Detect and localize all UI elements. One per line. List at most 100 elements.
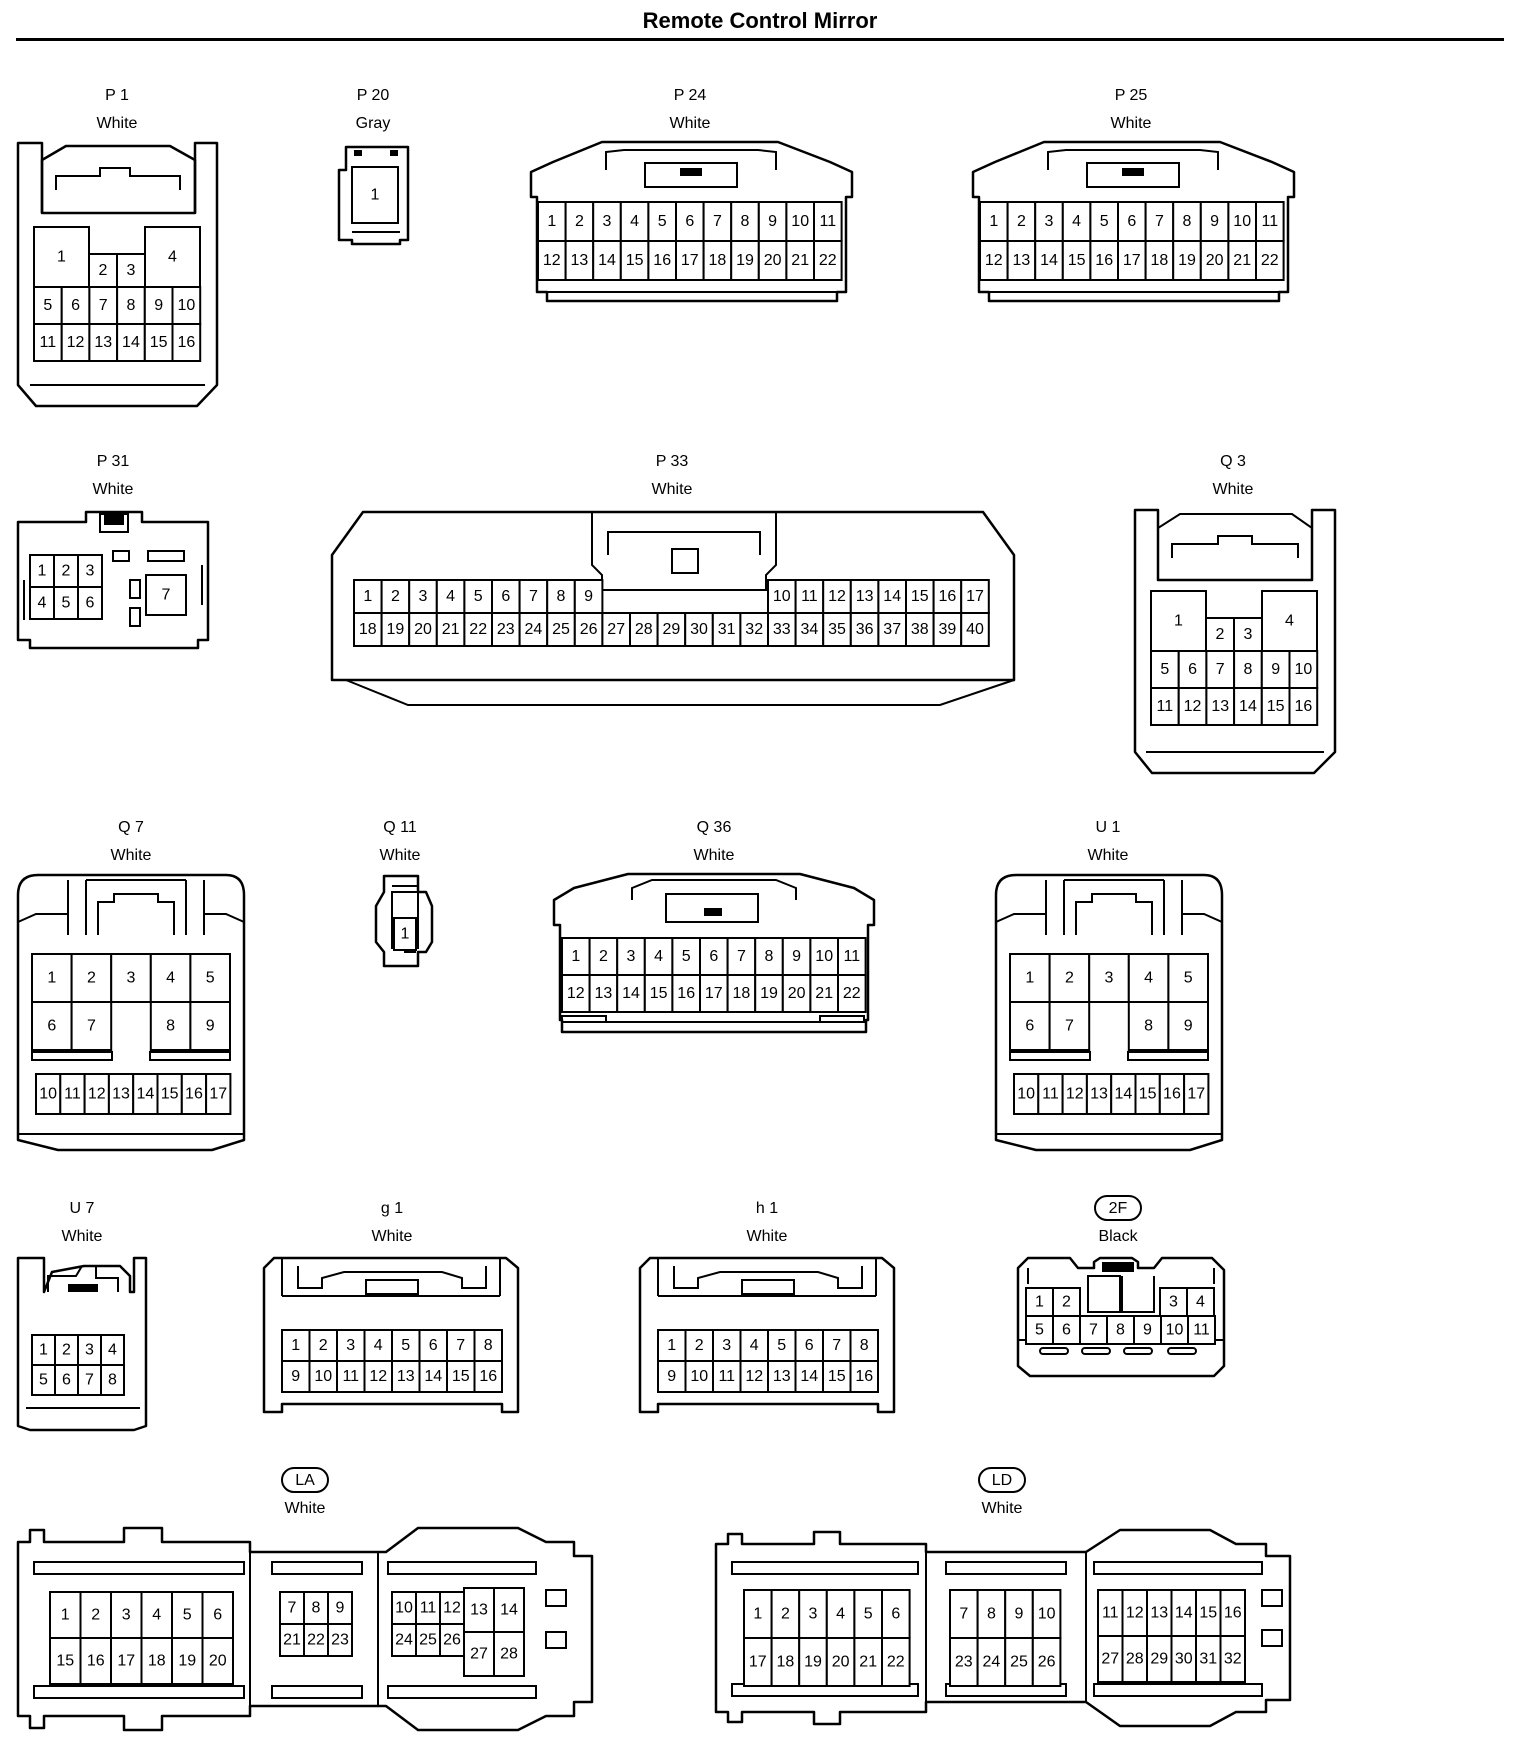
pin-17: 17	[1117, 240, 1147, 281]
pin-number: 5	[1160, 661, 1169, 678]
pin-40: 40	[960, 612, 990, 647]
pin-number: 7	[529, 588, 538, 605]
pin-number: 8	[741, 213, 750, 230]
pin-number: 14	[122, 334, 140, 351]
pin-6: 6	[699, 937, 729, 976]
pin-number: 18	[733, 985, 751, 1002]
pin-cell	[1134, 1073, 1161, 1115]
pin-number: 7	[85, 1372, 94, 1389]
pin-number: 17	[681, 252, 699, 269]
pin-number: 13	[1013, 252, 1031, 269]
pin-number: 13	[773, 1368, 791, 1385]
pin-17: 17	[699, 974, 729, 1013]
pin-4: 4	[363, 1329, 393, 1362]
pin-2: 2	[770, 1589, 801, 1639]
pin-cell	[518, 612, 549, 647]
pin-19: 19	[380, 612, 411, 647]
pin-number: 6	[891, 1606, 900, 1623]
pin-22: 22	[881, 1637, 911, 1687]
pin-number: 11	[40, 334, 57, 351]
pin-number: 14	[500, 1602, 518, 1619]
pin-11: 11	[794, 579, 825, 614]
pin-10: 10	[684, 1360, 714, 1393]
pin-cell	[149, 953, 192, 1003]
pin-number: 9	[667, 1368, 676, 1385]
pin-number: 13	[1150, 1605, 1168, 1622]
connector-code: Q 3	[1220, 453, 1246, 470]
pin-23: 23	[949, 1637, 979, 1687]
pin-number: 25	[419, 1632, 437, 1649]
pin-cell	[1061, 240, 1092, 281]
pin-number: 12	[985, 252, 1003, 269]
pin-6: 6	[1009, 1001, 1051, 1051]
pin-number: 18	[359, 621, 377, 638]
pin-number: 25	[552, 621, 570, 638]
pin-number: 28	[1126, 1651, 1144, 1668]
pin-number: 15	[56, 1653, 74, 1670]
pin-number: 14	[1114, 1086, 1132, 1103]
pin-21: 21	[809, 974, 840, 1013]
pin-number: 3	[1169, 1294, 1178, 1311]
pin-number: 15	[1267, 698, 1285, 715]
pin-number: 22	[887, 1654, 905, 1671]
pin-4: 4	[825, 1589, 856, 1639]
pin-15: 15	[156, 1073, 183, 1115]
pin-1: 1	[743, 1589, 773, 1639]
pin-1: 1	[29, 554, 55, 588]
pin-number: 8	[484, 1337, 493, 1354]
connector-color: White	[1111, 115, 1152, 132]
pin-7: 7	[1079, 1315, 1108, 1345]
pin-number: 13	[1090, 1086, 1108, 1103]
pin-12: 12	[60, 323, 91, 362]
pin-number: 12	[67, 334, 85, 351]
pin-cell	[1167, 1001, 1210, 1051]
connector-code: Q 7	[118, 819, 144, 836]
pin-number: 26	[580, 621, 598, 638]
pin-cell	[463, 612, 493, 647]
pin-cell	[171, 1591, 204, 1639]
connector-color: White	[982, 1500, 1023, 1517]
pin-20: 20	[1199, 240, 1230, 281]
pin-cell	[1260, 650, 1291, 689]
pin-20: 20	[408, 612, 438, 647]
pin-cell	[60, 323, 91, 362]
pin-number: 9	[584, 588, 593, 605]
pin-number: 3	[1045, 213, 1054, 230]
pin-number: 5	[43, 297, 52, 314]
pin-13: 13	[1085, 1073, 1113, 1115]
pin-number: 21	[815, 985, 833, 1002]
pin-number: 8	[557, 588, 566, 605]
pin-number: 32	[745, 621, 763, 638]
pin-number: 15	[161, 1086, 179, 1103]
pin-number: 16	[1163, 1086, 1181, 1103]
pin-cell	[180, 1073, 208, 1115]
connector-color: White	[372, 1228, 413, 1245]
pin-13: 13	[463, 1587, 495, 1633]
pin-15: 15	[1195, 1589, 1222, 1637]
pin-4: 4	[643, 937, 674, 976]
pin-number: 6	[685, 213, 694, 230]
pin-34: 34	[794, 612, 825, 647]
pin-20: 20	[825, 1637, 856, 1687]
pin-28: 28	[1121, 1635, 1148, 1683]
pin-5: 5	[463, 579, 493, 614]
pin-8: 8	[473, 1329, 503, 1362]
pin-number: 4	[630, 213, 639, 230]
pin-number: 16	[1095, 252, 1113, 269]
pin-number: 12	[1184, 698, 1202, 715]
pin-number: 22	[469, 621, 487, 638]
pin-7: 7	[1048, 1001, 1091, 1051]
pin-16: 16	[849, 1360, 879, 1393]
pin-17: 17	[205, 1073, 232, 1115]
pin-12: 12	[1121, 1589, 1148, 1637]
pin-number: 9	[1015, 1606, 1024, 1623]
pin-cell	[391, 1623, 417, 1657]
pin-cell	[189, 953, 231, 1003]
pin-number: 4	[1196, 1294, 1205, 1311]
pin-number: 3	[419, 588, 428, 605]
pin-6: 6	[1117, 201, 1147, 242]
pin-number: 13	[595, 985, 613, 1002]
connector-color: White	[1088, 847, 1129, 864]
